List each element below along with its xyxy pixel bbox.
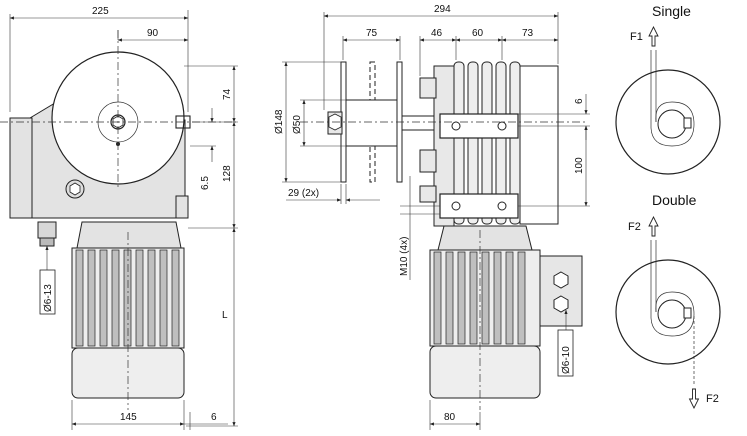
side-view: Ø6-10 294 75 46 60 73 Ø148 Ø50 bbox=[274, 4, 590, 430]
motor-fins bbox=[75, 249, 180, 347]
drum-hub bbox=[345, 99, 398, 147]
f1-label: F1 bbox=[630, 31, 643, 43]
motor-adapter bbox=[76, 221, 182, 249]
gearbox-boss-top bbox=[419, 77, 437, 99]
dim-74: 74 bbox=[222, 88, 233, 100]
gearbox-side-flange bbox=[9, 117, 33, 219]
dim-46: 46 bbox=[431, 28, 443, 39]
dim-L: L bbox=[222, 310, 228, 321]
dim-73: 73 bbox=[522, 28, 534, 39]
f2-label-bottom: F2 bbox=[706, 393, 719, 405]
single-hub bbox=[657, 109, 687, 139]
side-motor-fins bbox=[433, 251, 526, 345]
dim-90: 90 bbox=[147, 28, 159, 39]
dim-60: 60 bbox=[472, 28, 484, 39]
dim-6-5: 6.5 bbox=[200, 176, 211, 190]
terminal-box bbox=[539, 255, 583, 327]
dim-75: 75 bbox=[366, 28, 378, 39]
terminal-gland-top bbox=[553, 271, 569, 289]
gland-label-side: Ø6-10 bbox=[561, 346, 572, 374]
dim-6-right: 6 bbox=[574, 98, 585, 104]
dim-50: Ø50 bbox=[292, 115, 303, 134]
double-rope bbox=[650, 240, 695, 337]
dim-100: 100 bbox=[574, 157, 585, 174]
side-motor-adapter bbox=[437, 225, 533, 251]
cable-gland-nut bbox=[39, 237, 55, 247]
gearbox-boss-low bbox=[419, 185, 437, 203]
dim-m10: M10 (4x) bbox=[399, 237, 410, 276]
f2-label-top: F2 bbox=[628, 221, 641, 233]
dim-128: 128 bbox=[222, 165, 233, 182]
double-title: Double bbox=[652, 192, 697, 208]
rope-double: Double F2 F2 bbox=[615, 192, 721, 410]
single-title: Single bbox=[652, 3, 691, 19]
side-motor-fan-cover bbox=[429, 345, 541, 399]
gearbox-end-cover bbox=[519, 65, 559, 225]
dim-29: 29 (2x) bbox=[288, 188, 319, 199]
dim-145: 145 bbox=[120, 412, 137, 423]
gland-callout-box-side bbox=[557, 329, 574, 377]
rope-single: Single F1 bbox=[615, 3, 721, 175]
gland-callout-box bbox=[39, 269, 56, 315]
gearbox-ribs bbox=[453, 61, 521, 225]
single-rope bbox=[650, 50, 695, 147]
dim-80: 80 bbox=[444, 412, 456, 423]
f2-down-arrow-icon bbox=[688, 388, 700, 410]
terminal-gland-bottom bbox=[553, 295, 569, 313]
dim-148: Ø148 bbox=[274, 109, 285, 134]
dim-6-bottom: 6 bbox=[211, 412, 217, 423]
drain-plug-nut bbox=[69, 182, 81, 196]
single-key bbox=[683, 117, 692, 129]
double-hub bbox=[657, 299, 687, 329]
front-view: 225 90 74 6.5 128 L 145 6 Ø6-13 bbox=[0, 6, 238, 430]
gland-label-front: Ø6-13 bbox=[43, 284, 54, 312]
cable-gland-body bbox=[37, 221, 57, 239]
gearbox-foot bbox=[175, 195, 189, 219]
output-shaft bbox=[401, 115, 437, 131]
dim-225: 225 bbox=[92, 6, 109, 17]
mount-bolts bbox=[451, 121, 507, 211]
f1-arrow-icon bbox=[648, 25, 659, 47]
dim-294: 294 bbox=[434, 4, 451, 15]
f2-up-arrow-icon bbox=[648, 215, 659, 237]
gearbox-boss-mid bbox=[419, 149, 437, 173]
double-key bbox=[683, 307, 692, 319]
